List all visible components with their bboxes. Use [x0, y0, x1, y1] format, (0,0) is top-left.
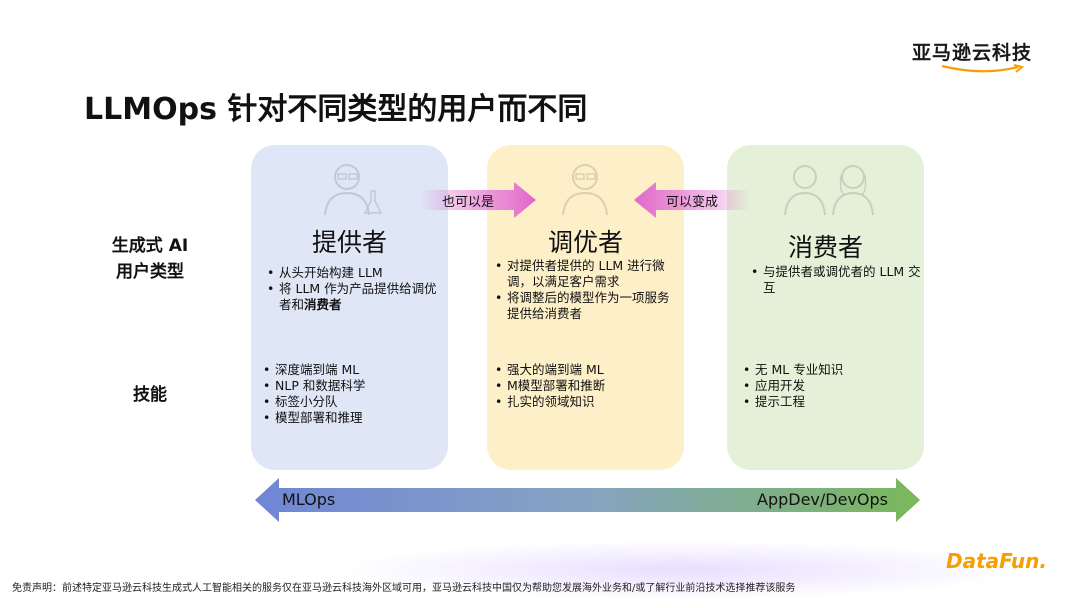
list-item: 模型部署和推理 [261, 410, 441, 426]
consumers-people-icon [784, 165, 874, 216]
provider-skills-list: 深度端到端 ML NLP 和数据科学 标签小分队 模型部署和推理 [261, 362, 441, 426]
list-item: 与提供者或调优者的 LLM 交互 [749, 264, 921, 296]
arrow-left-consumer-to-tuner [634, 182, 750, 218]
list-item: 标签小分队 [261, 394, 441, 410]
disclaimer-text: 免责声明：前述特定亚马逊云科技生成式人工智能相关的服务仅在亚马逊云科技海外区域可… [12, 583, 796, 594]
axis-label-mlops: MLOps [282, 490, 336, 509]
page-title: LLMOps 针对不同类型的用户而不同 [84, 92, 588, 127]
axis-label-appdev-devops: AppDev/DevOps [757, 490, 888, 509]
footer-glow [330, 540, 1030, 600]
tuner-title: 调优者 [547, 228, 623, 257]
card-tuner: 调优者 对提供者提供的 LLM 进行微调，以满足客户需求 将调整后的模型作为一项… [487, 145, 684, 470]
list-item: 应用开发 [741, 378, 921, 394]
card-provider: 提供者 从头开始构建 LLM 将 LLM 作为产品提供给调优者和消费者 深度端到… [251, 145, 448, 470]
list-item: 强大的端到端 ML [493, 362, 673, 378]
list-item: 从头开始构建 LLM [265, 265, 445, 281]
provider-description-list: 从头开始构建 LLM 将 LLM 作为产品提供给调优者和消费者 [265, 265, 445, 313]
tuner-description-list: 对提供者提供的 LLM 进行微调，以满足客户需求 将调整后的模型作为一项服务提供… [493, 258, 681, 322]
row-label-skills: 技能 [133, 385, 167, 405]
arrow-right-provider-to-tuner [420, 182, 536, 218]
list-item: 将调整后的模型作为一项服务提供给消费者 [493, 290, 681, 322]
row-label-ai-user-type: 生成式 AI 用户类型 [100, 233, 200, 285]
mlops-to-appdev-axis-arrow [255, 478, 920, 522]
list-item: 深度端到端 ML [261, 362, 441, 378]
list-item: M模型部署和推断 [493, 378, 673, 394]
brand-smile-icon [941, 64, 1025, 73]
brand-name: 亚马逊云科技 [911, 42, 1032, 64]
provider-title: 提供者 [311, 228, 387, 257]
row-label-ai-line2: 用户类型 [116, 262, 184, 282]
engineer-person-icon [562, 164, 608, 216]
list-item: 对提供者提供的 LLM 进行微调，以满足客户需求 [493, 258, 681, 290]
consumer-description-list: 与提供者或调优者的 LLM 交互 [749, 264, 921, 296]
list-item: 扎实的领域知识 [493, 394, 673, 410]
list-item: 将 LLM 作为产品提供给调优者和消费者 [265, 281, 445, 313]
list-item: 无 ML 专业知识 [741, 362, 921, 378]
arrow-label-can-become: 可以变成 [666, 195, 719, 210]
provider-consumer-emphasis: 消费者 [304, 297, 342, 312]
consumer-title: 消费者 [787, 233, 863, 262]
tuner-skills-list: 强大的端到端 ML M模型部署和推断 扎实的领域知识 [493, 362, 673, 410]
arrow-label-can-also-be: 也可以是 [442, 195, 495, 210]
row-label-ai-line1: 生成式 AI [111, 236, 189, 256]
list-item: NLP 和数据科学 [261, 378, 441, 394]
card-consumer: 消费者 与提供者或调优者的 LLM 交互 无 ML 专业知识 应用开发 提示工程 [727, 145, 924, 470]
consumer-skills-list: 无 ML 专业知识 应用开发 提示工程 [741, 362, 921, 410]
datafun-logo: DataFun. [946, 549, 1047, 573]
list-item: 提示工程 [741, 394, 921, 410]
scientist-person-icon [324, 164, 383, 216]
